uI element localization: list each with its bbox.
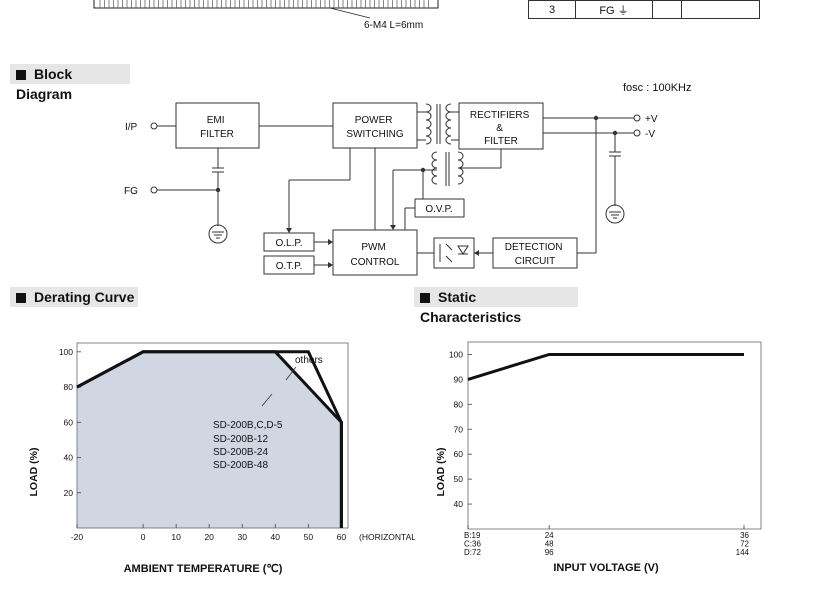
positive-output-label: +V <box>645 114 658 125</box>
derating-curve-chart: 20 40 60 80 100 -20 0 10 20 30 40 50 60 (HORIZONTAL… <box>28 342 415 575</box>
x-tick-label: 60 <box>337 532 347 542</box>
static-characteristic-line <box>467 352 744 381</box>
y-tick-label: 60 <box>454 449 464 459</box>
x-tick-label: 24 <box>545 531 554 540</box>
negative-output-label: -V <box>645 129 655 140</box>
derating-area <box>77 351 342 528</box>
model-annotation: SD-200B,C,D-5 SD-200B-12 SD-200B-24 SD-2… <box>213 420 285 471</box>
x-tick-label: 48 <box>545 540 554 549</box>
y-tick-label: 100 <box>449 349 463 359</box>
pin-assignment: FG ⏚ <box>575 0 653 19</box>
x-tick-label: D:72 <box>464 548 481 557</box>
detection-box <box>492 237 578 269</box>
static-characteristics-heading: Static Characteristics <box>414 287 578 325</box>
pwm-control-box <box>332 229 418 276</box>
x-tick-label: 30 <box>238 532 248 542</box>
table-row: 3 FG ⏚ <box>528 0 760 19</box>
derating-curve-heading: Derating Curve <box>10 287 138 307</box>
emi-filter-label: EMI FILTER <box>200 115 234 140</box>
optocoupler-box <box>433 237 475 269</box>
x-tick-label: C:36 <box>464 540 481 549</box>
ovp-label: O.V.P. <box>425 204 452 215</box>
x-tick-label: 96 <box>545 548 554 557</box>
square-bullet-icon <box>420 293 430 303</box>
static-characteristics-chart: 40 50 60 70 80 90 100 B:19 24 36C:36 48 72D:72 96 14… <box>435 341 762 574</box>
ip-label: I/P <box>125 122 138 133</box>
x-axis-label: INPUT VOLTAGE (V) <box>553 562 659 574</box>
x-tick-label: 144 <box>736 548 750 557</box>
y-tick-label: 90 <box>454 374 464 384</box>
derating-series-others <box>76 350 343 528</box>
y-tick-label: 40 <box>454 499 464 509</box>
pin-empty-cell <box>681 0 760 19</box>
x-axis-suffix: (HORIZONTAL) <box>359 532 415 542</box>
x-tick-label: 10 <box>171 532 181 542</box>
fosc-label: fosc : 100KHz <box>623 82 691 94</box>
y-tick-label: 70 <box>454 424 464 434</box>
olp-label: O.L.P. <box>275 238 302 249</box>
x-tick-label: 40 <box>271 532 281 542</box>
others-annotation: others <box>295 355 323 366</box>
square-bullet-icon <box>16 70 26 80</box>
otp-label: O.T.P. <box>276 261 303 272</box>
block-diagram: fosc : 100KHz I/P FG EMI FILTER POWER SW… <box>124 82 691 276</box>
power-switching-box <box>332 102 418 149</box>
y-tick-label: 40 <box>64 453 74 463</box>
y-tick-label: 80 <box>64 382 74 392</box>
x-tick-label: 36 <box>740 531 749 540</box>
mechanical-drawing-fragment: 6-M4 L=6mm <box>93 0 439 31</box>
y-axis-label: LOAD (%) <box>28 448 40 497</box>
y-tick-label: 60 <box>64 417 74 427</box>
power-switching-label: POWER SWITCHING <box>346 115 403 140</box>
pin-assignment-table: 3 FG ⏚ <box>528 0 760 19</box>
x-tick-label: 0 <box>141 532 146 542</box>
fg-label: FG <box>124 186 138 197</box>
screw-note: 6-M4 L=6mm <box>364 20 423 31</box>
x-tick-label: B:19 <box>464 531 481 540</box>
x-tick-label: 50 <box>304 532 314 542</box>
block-diagram-heading: Block Diagram <box>10 64 130 102</box>
pwm-control-label: PWM CONTROL <box>351 242 400 268</box>
x-tick-label: 20 <box>204 532 214 542</box>
y-tick-label: 80 <box>454 399 464 409</box>
rectifiers-label: RECTIFIERS & FILTER <box>470 110 532 147</box>
x-axis-label: AMBIENT TEMPERATURE (℃) <box>124 563 283 575</box>
ground-icon: ⏚ <box>617 4 629 17</box>
detection-circuit-label: DETECTION CIRCUIT <box>505 242 566 267</box>
y-tick-label: 100 <box>59 347 73 357</box>
x-tick-label: -20 <box>71 532 84 542</box>
x-tick-label: 72 <box>740 540 749 549</box>
y-axis-label: LOAD (%) <box>435 448 447 497</box>
square-bullet-icon <box>16 293 26 303</box>
y-tick-label: 20 <box>64 488 74 498</box>
y-tick-label: 50 <box>454 474 464 484</box>
